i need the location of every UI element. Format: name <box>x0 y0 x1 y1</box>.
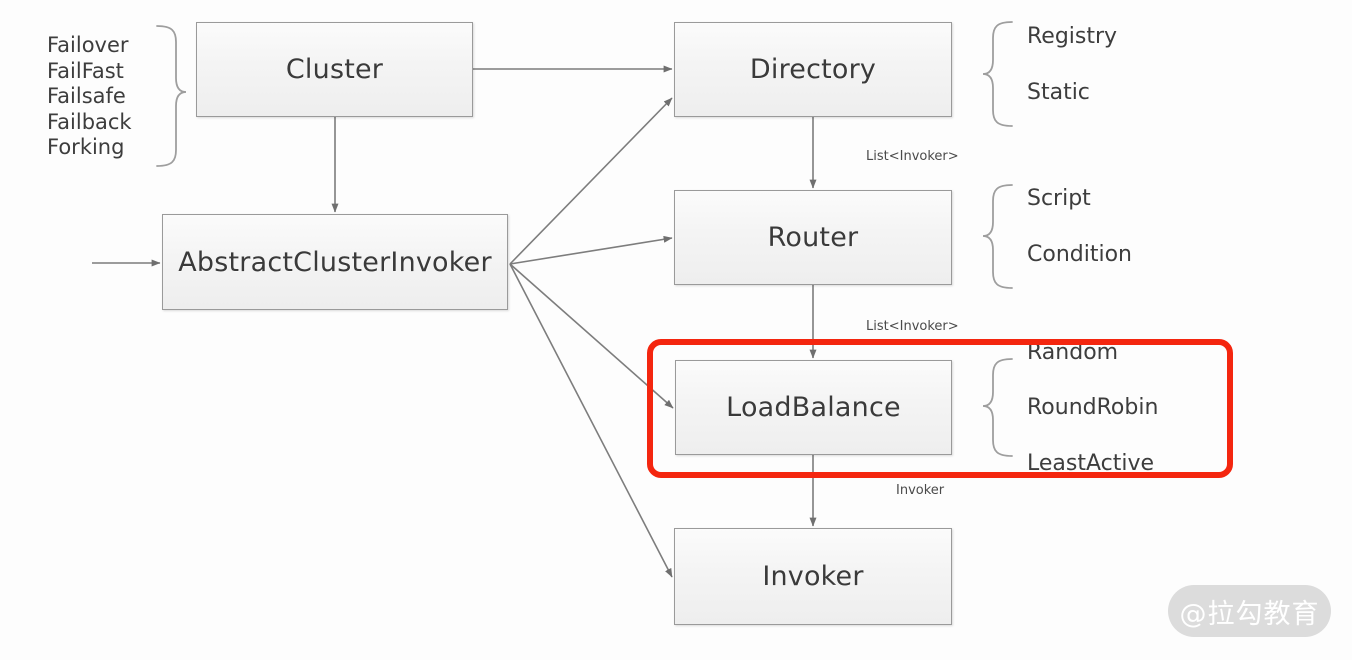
node-abstract-cluster-invoker[interactable]: AbstractClusterInvoker <box>162 214 508 310</box>
watermark: @拉勾教育 <box>1168 585 1331 637</box>
node-invoker-label: Invoker <box>762 561 864 592</box>
watermark-text: @拉勾教育 <box>1179 598 1320 630</box>
annotation-directory-registry: Registry <box>1027 24 1118 49</box>
node-abstract-cluster-invoker-label: AbstractClusterInvoker <box>178 246 492 278</box>
node-load-balance-label: LoadBalance <box>726 392 901 423</box>
node-router-label: Router <box>767 222 859 253</box>
edge-label-loadbalance-to-invoker: Invoker <box>896 483 945 498</box>
annotation-cluster-strategies: Failover FailFast Failsafe Failback Fork… <box>47 33 132 159</box>
node-directory-label: Directory <box>749 54 877 85</box>
loadbalance-highlight-box <box>647 339 1233 478</box>
brace-directory-types <box>982 21 1013 127</box>
brace-router-types <box>982 184 1013 289</box>
edge-label-router-to-loadbalance: List<Invoker> <box>866 319 959 334</box>
annotation-loadbalance-roundrobin: RoundRobin <box>1027 395 1159 420</box>
node-cluster-label: Cluster <box>285 54 384 85</box>
node-directory[interactable]: Directory <box>674 22 952 117</box>
edge-label-directory-to-router: List<Invoker> <box>866 149 959 164</box>
node-invoker[interactable]: Invoker <box>674 528 952 625</box>
brace-cluster-strategies <box>156 25 187 167</box>
annotation-directory-static: Static <box>1027 80 1090 105</box>
node-cluster[interactable]: Cluster <box>196 22 473 117</box>
node-load-balance[interactable]: LoadBalance <box>675 360 952 455</box>
annotation-router-script: Script <box>1027 186 1091 211</box>
edge-abstractclusterinvoker-to-directory <box>509 97 673 265</box>
edge-abstractclusterinvoker-to-router <box>509 235 673 265</box>
annotation-router-condition: Condition <box>1027 242 1132 267</box>
annotation-loadbalance-leastactive: LeastActive <box>1027 451 1155 476</box>
node-router[interactable]: Router <box>674 190 952 285</box>
